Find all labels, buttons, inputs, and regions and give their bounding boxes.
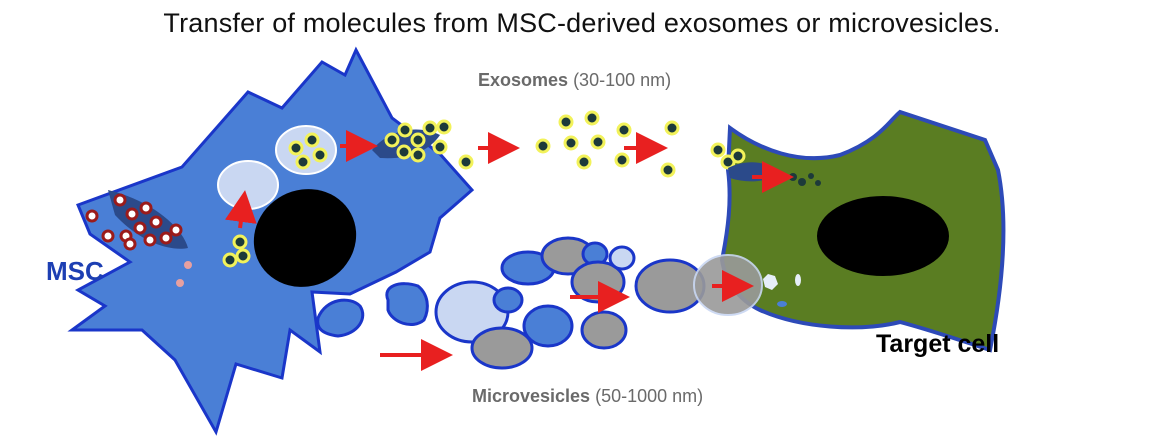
target-cell-label: Target cell bbox=[876, 330, 1000, 358]
microvesicle-cargo bbox=[763, 274, 801, 307]
microvesicle-budding bbox=[385, 282, 429, 326]
released-exosome-cluster bbox=[384, 120, 438, 163]
diagram-title: Transfer of molecules from MSC-derived e… bbox=[163, 8, 1001, 38]
msc-pink-granule bbox=[176, 279, 184, 287]
exosomes-size: (30-100 nm) bbox=[573, 70, 672, 90]
microvesicles-label: Microvesicles (50-1000 nm) bbox=[472, 386, 703, 407]
msc-internal-arrow bbox=[224, 190, 257, 229]
exosomes-label: Exosomes (30-100 nm) bbox=[478, 70, 671, 91]
msc-exosome-cluster bbox=[222, 234, 251, 268]
msc-nucleus bbox=[253, 189, 357, 287]
microvesicles-size: (50-1000 nm) bbox=[595, 386, 704, 406]
target-cell-nucleus bbox=[817, 196, 949, 276]
microvesicles bbox=[434, 236, 706, 370]
msc-endosome bbox=[217, 160, 279, 210]
free-exosomes bbox=[432, 110, 746, 178]
exosomes-name: Exosomes bbox=[478, 70, 569, 90]
granule-cluster bbox=[85, 193, 183, 251]
msc-mvb-exosomes bbox=[288, 132, 328, 170]
msc-label: MSC bbox=[46, 256, 104, 286]
msc-pink-granule bbox=[184, 261, 192, 269]
microvesicles-name: Microvesicles bbox=[472, 386, 591, 406]
microvesicle-budding bbox=[316, 298, 365, 338]
